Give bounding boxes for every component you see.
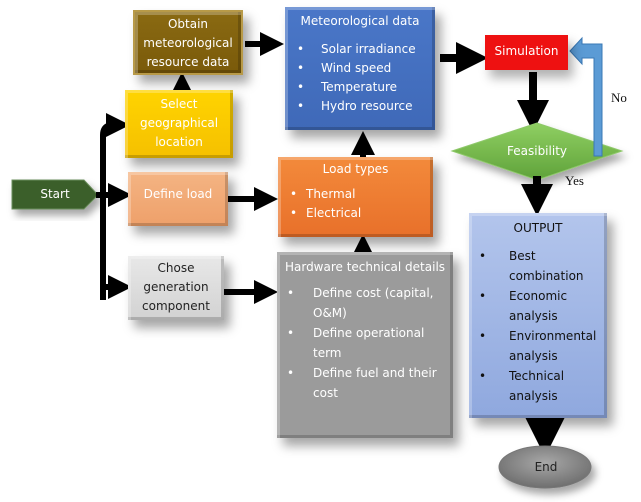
start-node xyxy=(11,179,99,210)
feasibility-node xyxy=(450,122,624,181)
select-label: Select geographical location xyxy=(139,97,219,149)
obtain-label: Obtain meteorological resource data xyxy=(143,17,233,69)
hardware-item: Define cost (capital, O&M) xyxy=(283,283,447,323)
load-type-item: Electrical xyxy=(286,204,425,223)
meteo-list: Solar irradiance Wind speed Temperature … xyxy=(293,40,427,116)
define-load-node: Define load xyxy=(128,172,228,226)
feasibility-label-box: Feasibility xyxy=(452,120,622,182)
chose-label: Chose generation component xyxy=(142,261,210,313)
hardware-list: Define cost (capital, O&M) Define operat… xyxy=(283,283,447,403)
start-label: Start xyxy=(40,187,70,201)
load-types-list: Thermal Electrical xyxy=(286,185,425,223)
obtain-meteorological-data-node: Obtain meteorological resource data xyxy=(133,10,243,75)
load-types-title: Load types xyxy=(322,162,389,176)
output-node: OUTPUT Best combination Economic analysi… xyxy=(469,213,607,418)
output-list: Best combination Economic analysis Envir… xyxy=(477,246,599,406)
select-location-node: Select geographical location xyxy=(125,90,233,158)
meteo-item: Temperature xyxy=(293,78,427,97)
start-label-box: Start xyxy=(12,179,92,209)
hardware-item: Define fuel and their cost xyxy=(283,363,447,403)
hardware-item: Define operational term xyxy=(283,323,447,363)
meteo-item: Solar irradiance xyxy=(293,40,427,59)
end-label-box: End xyxy=(498,445,594,489)
end-node xyxy=(498,445,592,489)
no-loop-arrow xyxy=(569,36,603,157)
load-types-node: Load types Thermal Electrical xyxy=(278,157,433,237)
meteo-item: Hydro resource xyxy=(293,97,427,116)
connector-bus xyxy=(100,113,130,300)
feasibility-label: Feasibility xyxy=(507,144,567,158)
simulation-node: Simulation xyxy=(485,35,568,70)
load-type-item: Thermal xyxy=(286,185,425,204)
hardware-details-node: Hardware technical details Define cost (… xyxy=(277,252,453,438)
simulation-label: Simulation xyxy=(494,44,559,58)
meteo-title: Meteorological data xyxy=(300,14,420,28)
meteo-item: Wind speed xyxy=(293,59,427,78)
end-label: End xyxy=(534,460,558,474)
hardware-title: Hardware technical details xyxy=(284,260,446,274)
output-title: OUTPUT xyxy=(513,221,563,235)
output-item: Environmental analysis xyxy=(477,326,599,366)
yes-label: Yes xyxy=(565,173,584,188)
output-item: Technical analysis xyxy=(477,366,599,406)
define-load-label: Define load xyxy=(143,187,213,201)
meteorological-data-node: Meteorological data Solar irradiance Win… xyxy=(285,7,435,130)
output-item: Best combination xyxy=(477,246,599,286)
output-item: Economic analysis xyxy=(477,286,599,326)
no-label: No xyxy=(611,90,627,105)
chose-generation-node: Chose generation component xyxy=(128,256,224,320)
